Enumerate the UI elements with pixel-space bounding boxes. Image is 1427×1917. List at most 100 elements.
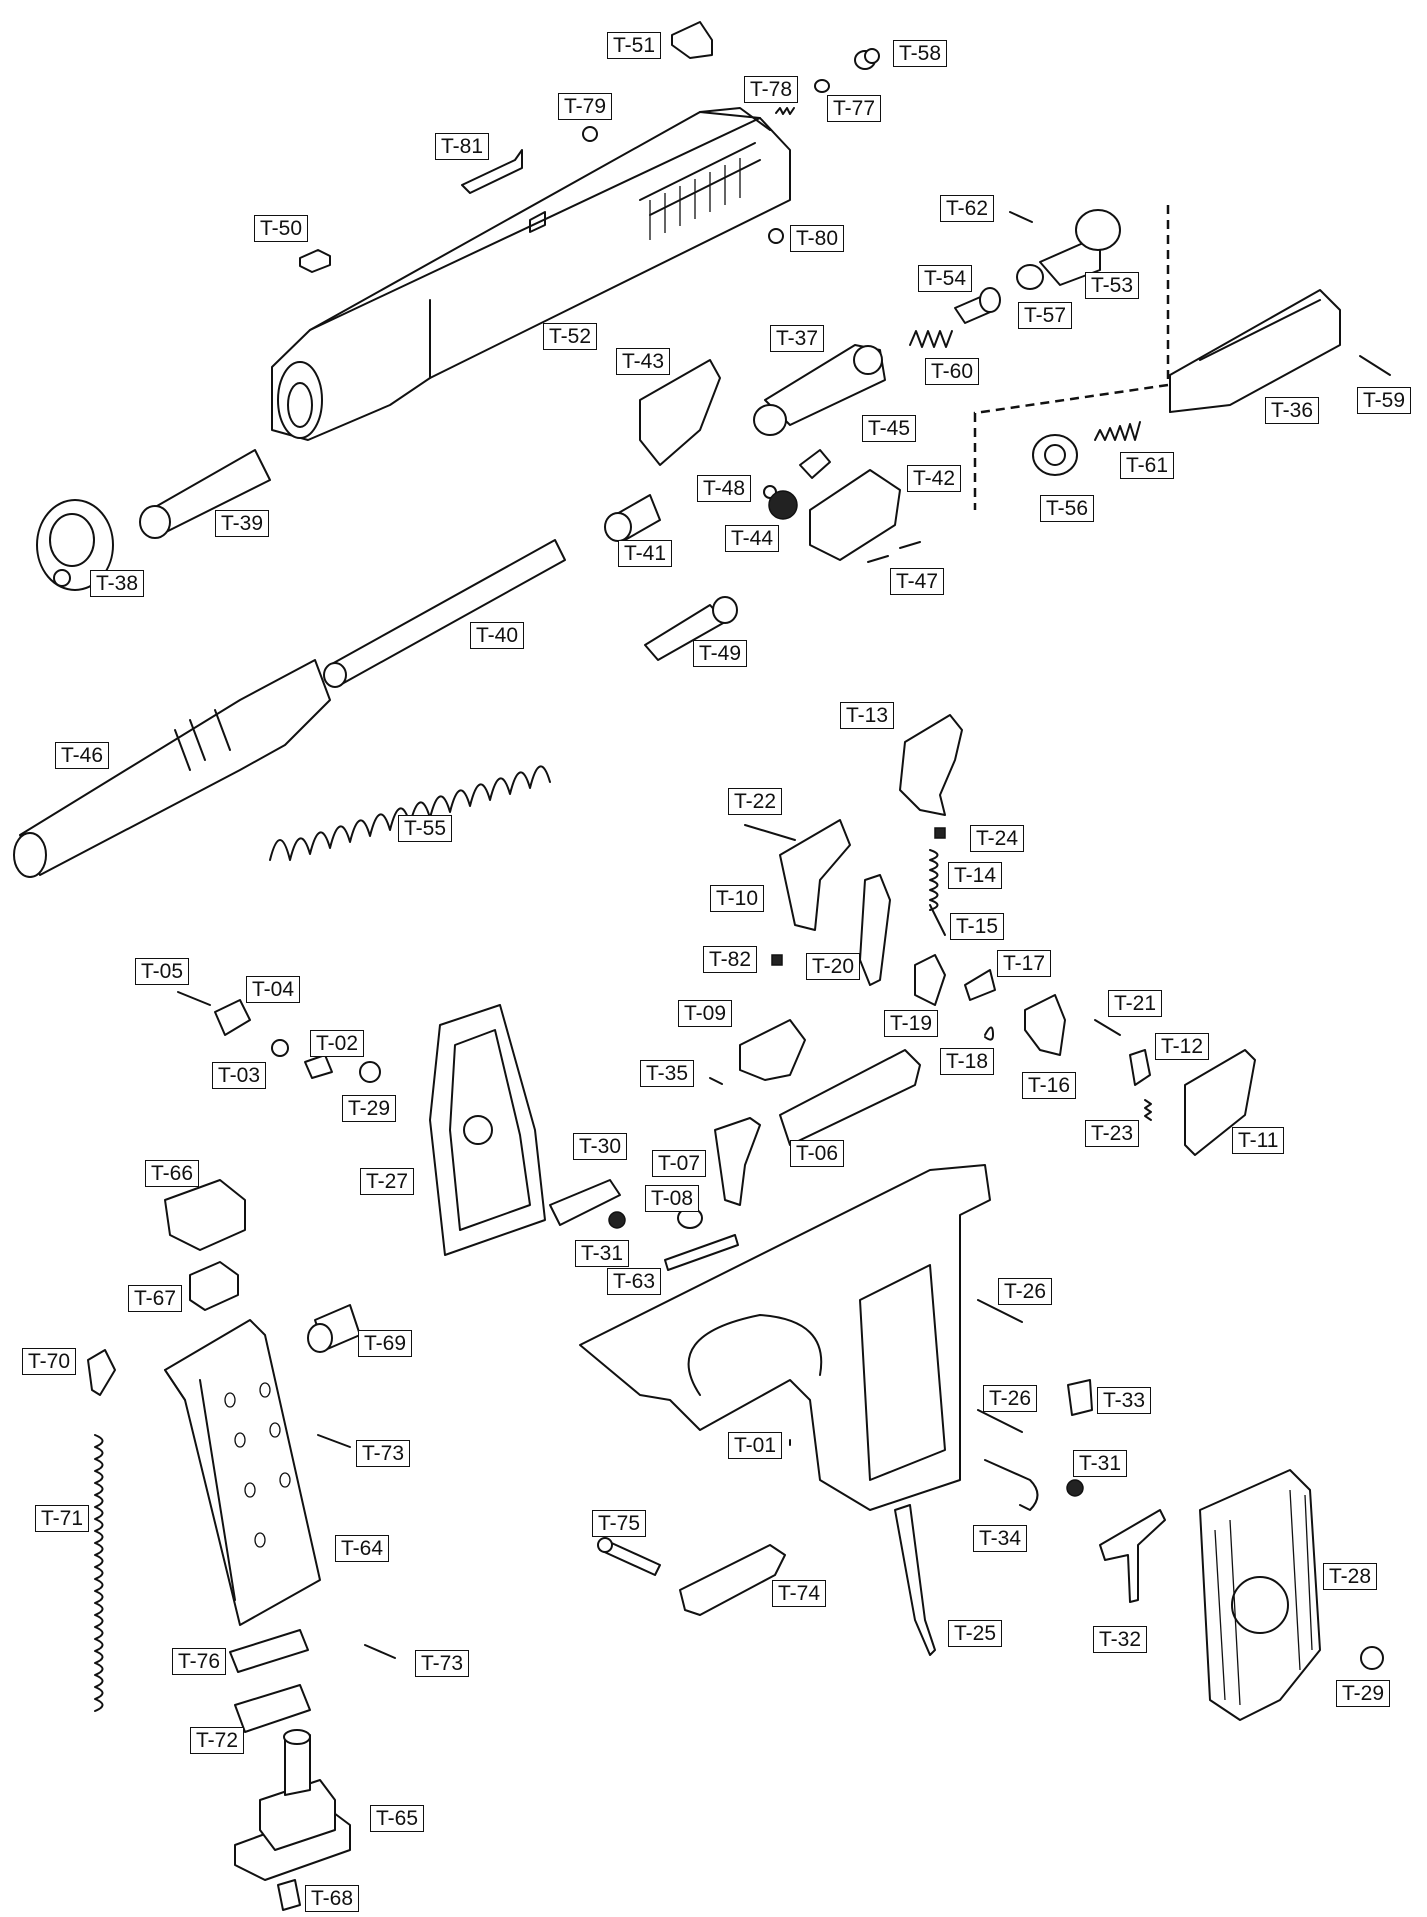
label-t01: T-01 [728,1432,783,1459]
label-t52: T-52 [543,323,598,350]
label-t11: T-11 [1232,1127,1285,1154]
label-t38: T-38 [90,570,145,597]
part-t31-screw-lower [1066,1479,1084,1497]
label-t53: T-53 [1085,272,1140,299]
label-t14: T-14 [948,862,1003,889]
part-t74 [679,1544,786,1616]
label-t10: T-10 [710,885,765,912]
label-t07: T-07 [652,1150,707,1177]
part-t12 [1129,1049,1151,1086]
part-t69 [307,1304,361,1353]
label-t51: T-51 [607,32,662,59]
label-t58: T-58 [893,40,948,67]
label-t63: T-63 [607,1268,662,1295]
part-t25 [894,1504,936,1656]
part-t29-plug [359,1061,381,1083]
label-t71: T-71 [35,1505,90,1532]
part-t42 [809,469,901,561]
part-t22-screw [744,824,796,841]
label-t18: T-18 [940,1048,995,1075]
label-t61: T-61 [1120,452,1175,479]
part-t33 [1067,1379,1093,1416]
part-t67 [189,1261,239,1311]
part-t23-spring [1144,1099,1152,1121]
label-t57: T-57 [1018,302,1073,329]
label-t35: T-35 [640,1060,695,1087]
part-t10 [779,819,851,931]
part-t44-gear [768,490,798,520]
part-t27-grip-panel [429,1004,546,1256]
part-t63 [664,1234,739,1271]
part-t30 [549,1179,621,1226]
label-t40: T-40 [470,622,525,649]
label-t80: T-80 [790,225,845,252]
part-t36 [1169,289,1341,413]
label-t12: T-12 [1155,1033,1210,1060]
label-t22: T-22 [728,788,783,815]
part-t64-magazine [164,1319,321,1626]
label-t29-upper: T-29 [342,1095,397,1122]
label-t62: T-62 [940,195,995,222]
label-t23: T-23 [1085,1120,1140,1147]
label-t16: T-16 [1022,1072,1077,1099]
part-t46-outer-barrel [13,659,331,878]
label-t32: T-32 [1093,1626,1148,1653]
label-t26-upper: T-26 [998,1278,1053,1305]
part-t01-frame [579,1164,991,1511]
label-t42: T-42 [907,465,962,492]
part-t57-ring [1016,264,1044,290]
part-t50 [299,249,331,273]
label-t15: T-15 [950,913,1005,940]
part-slide [271,107,791,441]
part-t39 [139,449,271,539]
part-t15-pin [929,904,946,936]
part-t29-plug-lower [1360,1646,1384,1670]
label-t19: T-19 [884,1010,939,1037]
label-t41: T-41 [618,540,673,567]
part-t56 [1032,434,1078,476]
label-t05: T-05 [135,958,190,985]
label-t44: T-44 [725,525,780,552]
part-t16 [1024,994,1066,1056]
label-t76: T-76 [172,1648,227,1675]
label-t77: T-77 [827,95,882,122]
part-t82-screw [771,954,783,966]
part-t60-spring [909,330,953,348]
part-t54 [954,287,1001,324]
label-t59: T-59 [1357,387,1412,414]
label-t82: T-82 [703,946,758,973]
part-t70 [87,1349,116,1396]
label-t66: T-66 [145,1160,200,1187]
label-t02: T-02 [310,1030,365,1057]
label-t17: T-17 [997,950,1052,977]
label-t78: T-78 [744,76,799,103]
part-t49 [644,596,738,661]
label-t55: T-55 [398,815,453,842]
label-t27: T-27 [360,1168,415,1195]
label-t46: T-46 [55,742,110,769]
label-t72: T-72 [190,1727,245,1754]
label-t47: T-47 [890,568,945,595]
label-t43: T-43 [616,348,671,375]
part-t35-pin [709,1077,723,1085]
part-t79 [582,126,598,142]
part-t13-hammer [899,714,963,816]
part-t55-spring [269,765,551,861]
label-t49: T-49 [693,640,748,667]
label-t36: T-36 [1265,397,1320,424]
assembly-boundary [973,205,1170,510]
part-t02 [304,1054,333,1079]
label-t37: T-37 [770,325,825,352]
part-t76-seal [229,1629,309,1673]
part-t61-spring [1094,421,1141,441]
label-t06: T-06 [790,1140,845,1167]
part-t81 [461,149,523,194]
label-t60: T-60 [925,358,980,385]
label-t68: T-68 [305,1885,360,1912]
label-t04: T-04 [246,976,301,1003]
part-t11 [1184,1049,1256,1156]
label-t30: T-30 [573,1133,628,1160]
label-t65: T-65 [370,1805,425,1832]
part-t26-pin-upper [977,1299,1023,1323]
part-t80 [768,228,784,244]
